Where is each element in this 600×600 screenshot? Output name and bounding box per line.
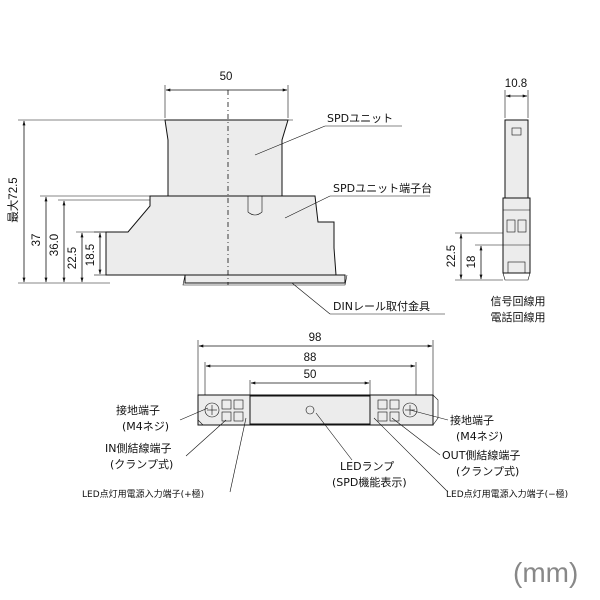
label-spd-terminal-base: SPDユニット端子台 (333, 181, 432, 195)
label-led-minus: LED点灯用電源入力端子(−極) (446, 488, 568, 500)
top-unit (249, 395, 371, 425)
label-out-terminal: OUT側結線端子 (442, 448, 520, 462)
dim-22-5: 22.5 (67, 247, 79, 269)
spd-unit-terminal-base (105, 195, 337, 276)
dim-side-width: 10.8 (505, 78, 527, 90)
top-view: 98 88 50 接地端子 (M4ネジ) (82, 332, 568, 500)
spd-unit-body (164, 119, 289, 197)
dim-side-22-5: 22.5 (446, 245, 458, 267)
label-spd-unit: SPDユニット (327, 112, 393, 125)
label-ground-left-sub: (M4ネジ) (122, 420, 169, 433)
label-in-terminal-sub: (クランプ式) (110, 458, 173, 471)
ground-screw-left-icon (204, 402, 220, 418)
caption-signal-line: 信号回線用 (491, 294, 546, 308)
dim-side-18: 18 (466, 256, 478, 269)
side-unit-body (504, 119, 529, 199)
dim-top-50: 50 (304, 369, 317, 381)
dim-top-88: 88 (304, 352, 317, 364)
dim-18-5: 18.5 (85, 244, 97, 266)
label-in-terminal: IN側結線端子 (105, 441, 171, 455)
dim-36: 36.0 (49, 234, 61, 256)
label-out-terminal-sub: (クランプ式) (456, 465, 519, 478)
unit-label: (mm) (513, 557, 578, 588)
din-rail-clip (184, 274, 346, 284)
label-led-plus: LED点灯用電源入力端子(+極) (82, 488, 204, 500)
label-din-rail: DINレール取付金具 (333, 299, 430, 313)
label-led-lamp: LEDランプ (340, 460, 394, 473)
dim-top-98: 98 (309, 332, 322, 344)
dim-37: 37 (31, 234, 43, 247)
side-view: 10.8 22.5 18 信号回線用 電話回線用 (446, 78, 546, 324)
dim-front-width: 50 (220, 71, 233, 83)
dim-max-height: 最大72.5 (6, 177, 20, 222)
caption-phone-line: 電話回線用 (491, 310, 546, 324)
led-lamp-icon (305, 405, 315, 415)
ground-screw-right-icon (402, 402, 418, 418)
label-ground-right-sub: (M4ネジ) (456, 430, 503, 443)
label-ground-right: 接地端子 (450, 414, 494, 427)
front-view: 50 最大72.5 37 36.0 22.5 18.5 SPDユニット SPDユ… (6, 71, 445, 315)
label-led-lamp-sub: (SPD機能表示) (332, 475, 407, 489)
label-ground-left: 接地端子 (116, 404, 160, 417)
